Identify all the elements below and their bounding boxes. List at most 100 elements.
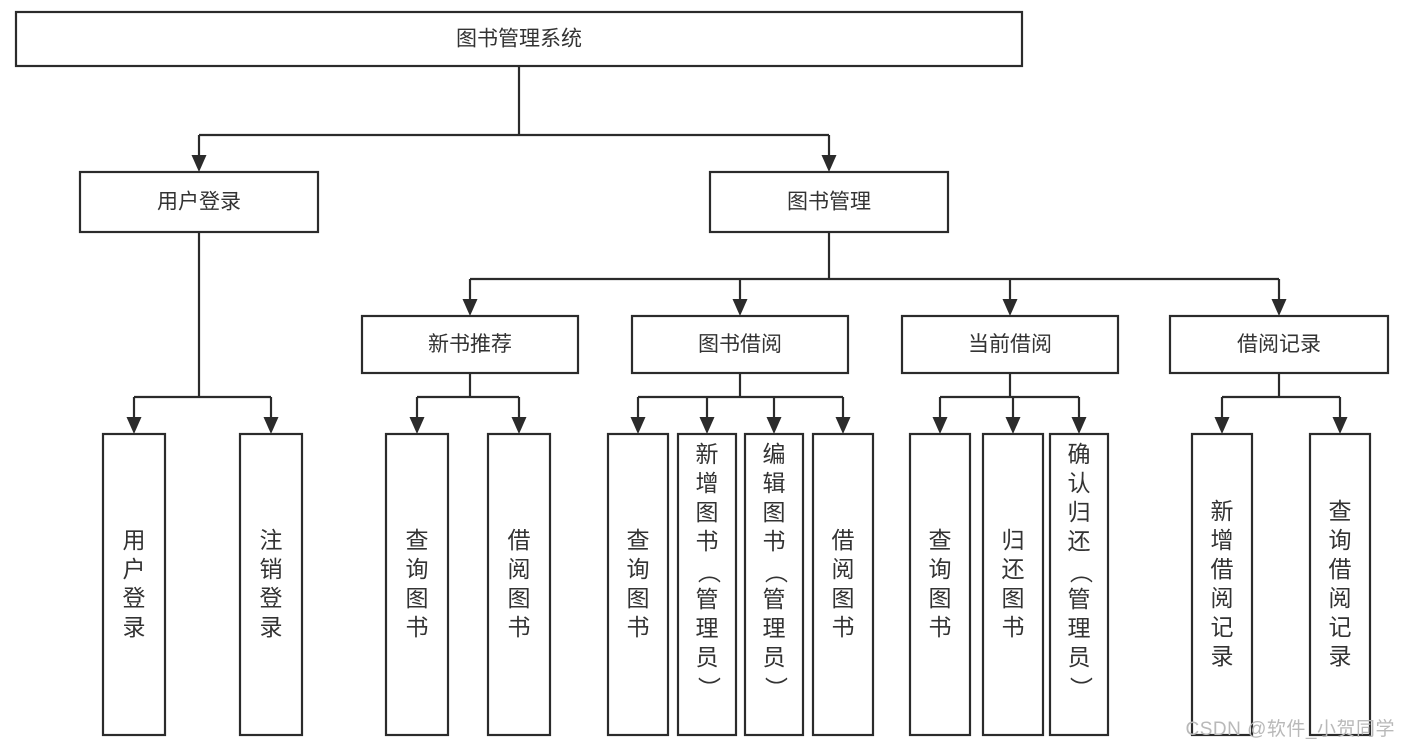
- svg-text:员: 员: [1068, 644, 1091, 670]
- node-new-book-rec[interactable]: 新书推荐: [360, 314, 580, 375]
- svg-text:用: 用: [123, 527, 146, 553]
- svg-text:（: （: [696, 561, 722, 584]
- svg-text:录: 录: [1329, 643, 1352, 669]
- node-leaf-user-login[interactable]: 用户登录: [101, 432, 167, 737]
- svg-text:管: 管: [1068, 586, 1091, 612]
- svg-text:编: 编: [763, 441, 786, 467]
- svg-text:登: 登: [123, 585, 146, 611]
- node-box-leaf-query-book-br: [606, 432, 670, 737]
- svg-text:（: （: [763, 561, 789, 584]
- node-box-leaf-query-book-cb: [908, 432, 972, 737]
- arrow-head-leaf-query-book-cb: [932, 417, 948, 434]
- node-box-leaf-borrow-book-rec: [486, 432, 552, 737]
- svg-text:书: 书: [832, 614, 855, 640]
- arrow-head-leaf-query-record: [1332, 417, 1348, 434]
- svg-text:图: 图: [406, 585, 429, 611]
- svg-text:理: 理: [1068, 615, 1091, 641]
- node-label-current-borrow: 当前借阅: [968, 333, 1052, 356]
- svg-text:还: 还: [1068, 528, 1091, 554]
- svg-text:借: 借: [1211, 556, 1234, 582]
- arrow-head-leaf-query-book-rec: [409, 417, 425, 434]
- arrow-head-leaf-edit-book: [766, 417, 782, 434]
- svg-text:查: 查: [1329, 498, 1352, 524]
- svg-text:户: 户: [123, 556, 146, 582]
- node-box-leaf-borrow-book-br: [811, 432, 875, 737]
- svg-text:认: 认: [1068, 470, 1091, 496]
- node-box-leaf-query-record: [1308, 432, 1372, 737]
- svg-text:书: 书: [508, 614, 531, 640]
- svg-text:还: 还: [1002, 556, 1025, 582]
- node-box-current-borrow: [900, 314, 1120, 375]
- node-root[interactable]: 图书管理系统: [14, 10, 1024, 68]
- node-box-root: [14, 10, 1024, 68]
- svg-text:图: 图: [696, 499, 719, 525]
- svg-text:归: 归: [1068, 499, 1091, 525]
- arrow-head-leaf-add-book: [699, 417, 715, 434]
- svg-text:图: 图: [929, 585, 952, 611]
- svg-text:归: 归: [1002, 527, 1025, 553]
- svg-text:图: 图: [627, 585, 650, 611]
- svg-text:查: 查: [406, 527, 429, 553]
- node-label-leaf-user-login: 用户登录: [123, 527, 146, 640]
- node-label-book-borrow: 图书借阅: [698, 333, 782, 356]
- svg-text:（: （: [1068, 561, 1094, 584]
- svg-text:员: 员: [763, 644, 786, 670]
- svg-text:）: ）: [1068, 677, 1094, 700]
- node-box-borrow-record: [1168, 314, 1390, 375]
- arrow-head-leaf-borrow-book-rec: [511, 417, 527, 434]
- svg-text:询: 询: [406, 556, 429, 582]
- svg-text:阅: 阅: [508, 556, 531, 582]
- node-box-leaf-edit-book: [743, 432, 805, 737]
- arrow-head-book-borrow: [732, 299, 748, 316]
- node-user-login[interactable]: 用户登录: [78, 170, 320, 234]
- svg-text:图: 图: [832, 585, 855, 611]
- arrow-head-new-book-rec: [462, 299, 478, 316]
- node-borrow-record[interactable]: 借阅记录: [1168, 314, 1390, 375]
- svg-text:）: ）: [763, 677, 789, 700]
- node-box-leaf-return-book: [981, 432, 1045, 737]
- svg-text:图: 图: [508, 585, 531, 611]
- arrow-head-leaf-confirm-return: [1071, 417, 1087, 434]
- svg-text:录: 录: [1211, 643, 1234, 669]
- svg-text:增: 增: [696, 470, 719, 496]
- arrow-head-user-login: [191, 155, 207, 172]
- node-current-borrow[interactable]: 当前借阅: [900, 314, 1120, 375]
- svg-text:销: 销: [260, 556, 283, 582]
- svg-text:书: 书: [929, 614, 952, 640]
- node-book-manage[interactable]: 图书管理: [708, 170, 950, 234]
- svg-text:询: 询: [929, 556, 952, 582]
- node-label-user-login: 用户登录: [157, 191, 241, 214]
- svg-text:辑: 辑: [763, 470, 786, 496]
- arrow-head-book-manage: [821, 155, 837, 172]
- node-box-leaf-add-book: [676, 432, 738, 737]
- svg-text:询: 询: [627, 556, 650, 582]
- node-box-book-manage: [708, 170, 950, 234]
- svg-text:录: 录: [123, 614, 146, 640]
- svg-text:借: 借: [1329, 556, 1352, 582]
- svg-text:记: 记: [1211, 614, 1234, 640]
- svg-text:图: 图: [1002, 585, 1025, 611]
- node-box-leaf-logout: [238, 432, 304, 737]
- arrow-head-leaf-add-record: [1214, 417, 1230, 434]
- svg-text:借: 借: [508, 527, 531, 553]
- svg-text:书: 书: [627, 614, 650, 640]
- node-book-borrow[interactable]: 图书借阅: [630, 314, 850, 375]
- svg-text:）: ）: [696, 677, 722, 700]
- node-box-leaf-query-book-rec: [384, 432, 450, 737]
